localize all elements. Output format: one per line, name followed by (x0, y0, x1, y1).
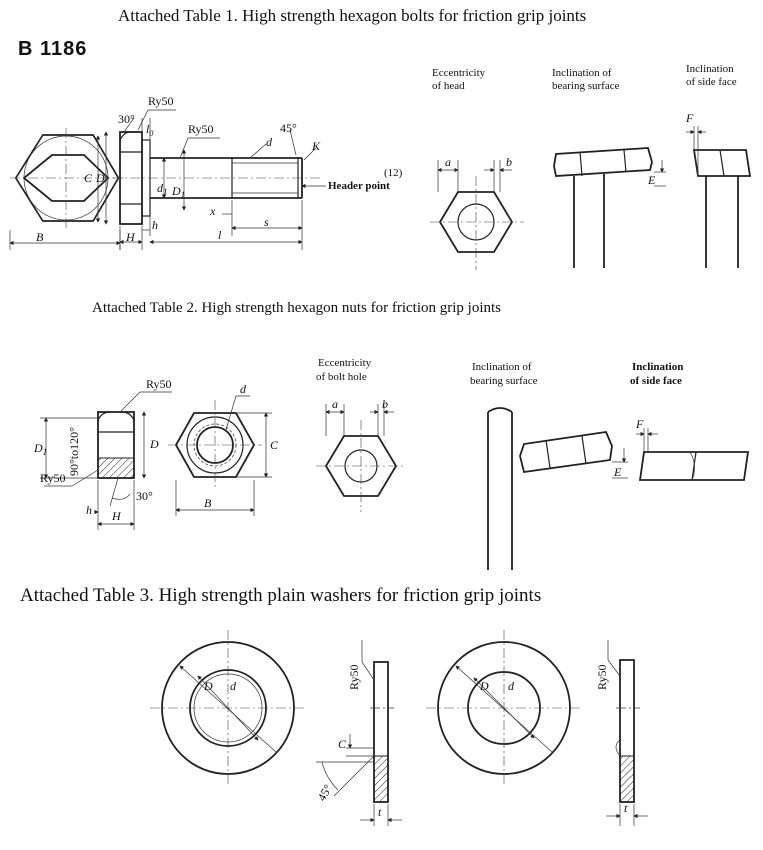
washer-1-face-view: D d (150, 630, 306, 786)
svg-text:of head: of head (432, 80, 465, 92)
washer-2-face-view: D d (426, 630, 582, 786)
washer-d-label: d (230, 679, 237, 693)
bolt-side-view: D d1 D1 H h l s x l0 30° (95, 94, 403, 250)
nut-C-label: C (270, 438, 279, 452)
svg-text:of side face: of side face (630, 375, 682, 387)
svg-text:Eccentricity: Eccentricity (318, 357, 372, 369)
svg-text:F: F (685, 111, 694, 125)
bolt-bearing-inclination-detail: Inclination of bearing surface E (552, 67, 666, 268)
svg-text:E: E (613, 465, 622, 479)
washer-D-label: D (203, 679, 213, 693)
standard-number: B 1186 (18, 38, 88, 60)
bolt-note-12: (12) (384, 167, 403, 179)
svg-text:Inclination of: Inclination of (552, 67, 612, 79)
bolt-45deg-label: 45° (280, 121, 297, 135)
table2-title: Attached Table 2. High strength hexagon … (92, 300, 502, 316)
washer-ry-label: Ry50 (347, 664, 361, 690)
bolt-B-label: B (36, 230, 44, 244)
bolt-h-label: h (152, 218, 158, 232)
svg-text:E: E (647, 173, 656, 187)
svg-text:bearing surface: bearing surface (470, 375, 538, 387)
bolt-H-label: H (125, 230, 136, 244)
svg-text:b: b (506, 155, 512, 169)
svg-text:Inclination of: Inclination of (472, 361, 532, 373)
svg-text:F: F (635, 417, 644, 431)
nut-h-label: h (86, 503, 92, 517)
nut-side-view: D1 90°to120° D Ry50 Ry50 30° H h (33, 377, 172, 530)
nut-bearing-inclination-detail: Inclination of bearing surface E (470, 361, 628, 570)
nut-D-label: D (149, 437, 159, 451)
bolt-D-label: D (95, 171, 105, 185)
nut-D1-label: D1 (33, 441, 47, 457)
washer-2-t-label: t (624, 801, 628, 815)
bolt-l0-label: l0 (146, 122, 153, 138)
svg-text:b: b (382, 397, 388, 411)
svg-text:Inclination: Inclination (686, 63, 734, 75)
bolt-side-inclination-detail: Inclination of side face F (685, 63, 752, 268)
table3-title: Attached Table 3. High strength plain wa… (20, 585, 542, 606)
svg-text:of side face: of side face (686, 76, 737, 88)
bolt-x-label: x (209, 204, 216, 218)
bolt-d1-label: d1 (157, 181, 168, 197)
svg-text:Eccentricity: Eccentricity (432, 67, 486, 79)
washer-C-label: C (338, 737, 347, 751)
bolt-C-label: C (84, 171, 93, 185)
washer-2-D-label: D (479, 679, 489, 693)
bolt-l-label: l (218, 228, 222, 242)
bolt-d-label: d (266, 135, 273, 149)
nut-side-inclination-detail: Inclination of side face F (630, 361, 750, 481)
svg-text:a: a (445, 155, 451, 169)
nut-eccentricity-detail: Eccentricity of bolt hole a b (316, 357, 406, 512)
washer-1-section-view: t Ry50 C 45° (314, 640, 402, 826)
nut-B-label: B (204, 496, 212, 510)
nut-H-label: H (111, 509, 122, 523)
header-point-label: Header point (328, 180, 390, 192)
svg-text:of bolt hole: of bolt hole (316, 371, 367, 383)
nut-ry-label-2: Ry50 (40, 471, 66, 485)
table1-title: Attached Table 1. High strength hexagon … (118, 6, 587, 25)
svg-text:Inclination: Inclination (632, 361, 683, 373)
nut-end-view: C B d (168, 382, 279, 516)
washer-45deg-label: 45° (314, 782, 335, 804)
bolt-ry-label-1: Ry50 (148, 94, 174, 108)
bolt-s-label: s (264, 215, 269, 229)
bolt-K-label: K (311, 139, 321, 153)
bolt-D1-label: D1 (171, 184, 185, 200)
svg-text:a: a (332, 397, 338, 411)
nut-30deg-label: 30° (136, 489, 153, 503)
nut-ry-label-1: Ry50 (146, 377, 172, 391)
washer-2-d-label: d (508, 679, 515, 693)
bolt-ry-label-2: Ry50 (188, 122, 214, 136)
washer-t-label: t (378, 805, 382, 819)
washer-2-section-view: Ry50 t (595, 640, 648, 826)
bolt-head-end-view: B C (9, 128, 124, 250)
bolt-30deg-label: 30° (118, 112, 135, 126)
bolt-eccentricity-detail: Eccentricity of head a b (430, 67, 524, 270)
washer-2-ry-label: Ry50 (595, 664, 609, 690)
svg-text:bearing surface: bearing surface (552, 80, 620, 92)
nut-d-label: d (240, 382, 247, 396)
nut-angle-label: 90°to120° (67, 427, 81, 476)
